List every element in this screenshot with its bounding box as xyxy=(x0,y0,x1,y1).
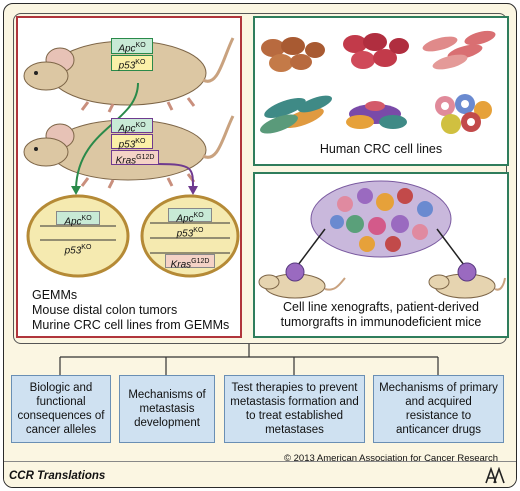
application-box: Mechanisms of primary and acquired resis… xyxy=(373,375,504,443)
gene-label-apc: ApcKO xyxy=(111,118,153,134)
gene-label-p53: p53KO xyxy=(64,244,92,257)
cell-cluster xyxy=(346,101,407,129)
purple-arrowhead xyxy=(188,186,198,195)
xenograft-panel: Cell line xenografts, patient-derived tu… xyxy=(253,172,509,338)
cell-cluster xyxy=(435,94,492,134)
gene-label-kras: KrasG12D xyxy=(165,254,215,270)
mouse-illustration xyxy=(23,37,235,113)
copyright-notice: © 2013 American Association for Cancer R… xyxy=(284,453,498,464)
figure-frame: ApcKO p53KO ApcKO p53KO KrasG12D ApcKO p… xyxy=(3,3,517,488)
cell-cluster xyxy=(261,37,325,72)
purple-arrow xyxy=(157,163,194,189)
gemm-caption-line: Mouse distal colon tumors xyxy=(32,303,178,317)
gene-label-p53: p53KO xyxy=(111,134,153,150)
green-arrow xyxy=(75,82,139,189)
gene-label-p53: p53KO xyxy=(176,227,204,240)
aacr-logo-icon xyxy=(485,467,505,484)
colon-cell xyxy=(26,194,130,278)
application-box: Biologic and functional consequences of … xyxy=(11,375,111,443)
cell-cluster xyxy=(422,30,496,70)
gemm-caption-line: Murine CRC cell lines from GEMMs xyxy=(32,318,230,332)
arrow-to-mouse xyxy=(294,228,326,270)
cell-cluster xyxy=(260,95,333,134)
footer-bar xyxy=(4,461,516,487)
xenograft-caption-line: Cell line xenografts, patient-derived xyxy=(283,300,479,314)
xenograft-illustration xyxy=(258,180,506,299)
cell-cluster xyxy=(343,33,409,69)
cell-lines-panel: Human CRC cell lines xyxy=(253,16,509,166)
tumor-cluster xyxy=(310,180,452,258)
gene-label-apc: ApcKO xyxy=(111,38,153,54)
application-box: Mechanisms of metastasis development xyxy=(119,375,215,443)
green-arrowhead xyxy=(71,186,81,195)
gene-label-kras: KrasG12D xyxy=(111,150,159,166)
gene-label-apc: ApcKO xyxy=(168,208,212,224)
mouse-illustration xyxy=(428,262,506,299)
application-box: Test therapies to prevent metastasis for… xyxy=(224,375,365,443)
cell-lines-caption: Human CRC cell lines xyxy=(319,142,443,156)
gemm-panel: ApcKO p53KO ApcKO p53KO KrasG12D ApcKO p… xyxy=(16,16,242,338)
gemm-caption-line: GEMMs xyxy=(32,288,78,302)
xenograft-caption-line: tumorgrafts in immunodeficient mice xyxy=(280,315,482,329)
gene-label-p53: p53KO xyxy=(111,55,153,71)
mouse-illustration xyxy=(258,262,346,299)
arrow-to-mouse xyxy=(436,228,468,270)
gene-label-apc: ApcKO xyxy=(56,211,100,227)
series-title: CCR Translations xyxy=(9,470,106,482)
cell-lines-illustration xyxy=(260,30,496,134)
